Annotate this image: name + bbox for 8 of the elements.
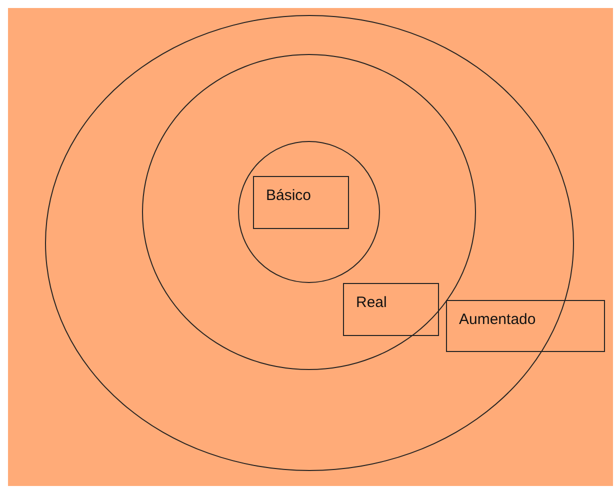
box-label: Aumentado xyxy=(459,311,536,328)
box-label: Real xyxy=(356,294,387,311)
label-box xyxy=(343,283,439,336)
ring-outline xyxy=(238,141,380,283)
label-box xyxy=(253,176,349,229)
ring-outline xyxy=(45,15,574,471)
label-box xyxy=(446,300,605,352)
box-label: Básico xyxy=(266,187,312,204)
